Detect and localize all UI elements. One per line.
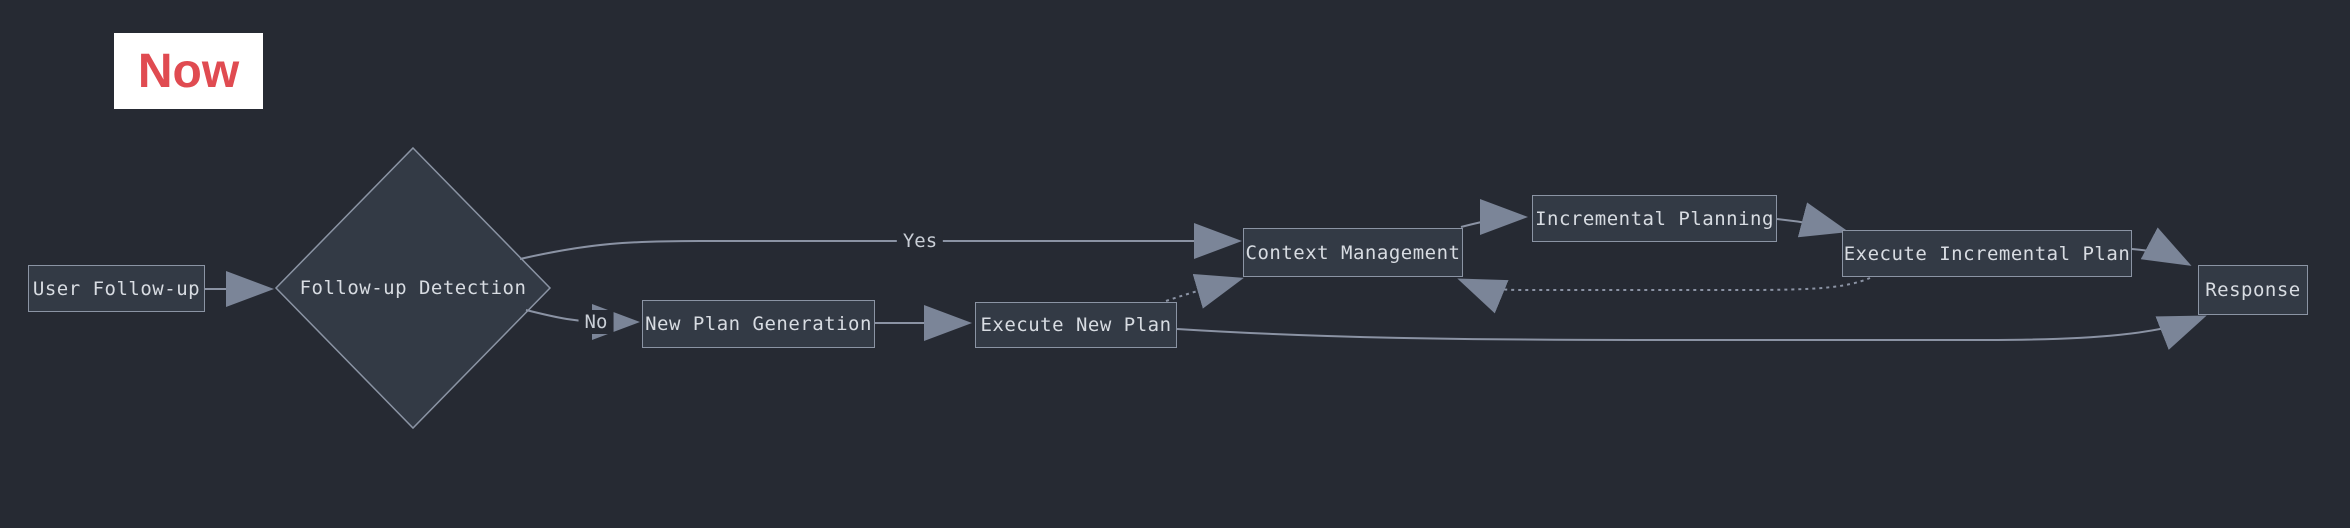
node-incremental-planning: Incremental Planning bbox=[1532, 195, 1777, 242]
edge-executeincremental-to-context-dotted bbox=[1457, 277, 1871, 314]
node-execute-incremental-plan: Execute Incremental Plan bbox=[1842, 230, 2132, 277]
edge-executeincremental-to-response bbox=[2131, 227, 2192, 266]
edge-label-no: No bbox=[578, 310, 614, 334]
edge-executenewplan-to-response bbox=[1176, 315, 2207, 350]
edge-label-yes: Yes bbox=[896, 229, 944, 253]
now-legend-label: Now bbox=[137, 44, 240, 98]
node-context-management: Context Management bbox=[1243, 228, 1463, 277]
edge-yes-detection-to-context bbox=[519, 223, 1242, 260]
node-user-followup: User Follow-up bbox=[28, 265, 205, 312]
node-execute-new-plan: Execute New Plan bbox=[975, 302, 1177, 348]
node-new-plan-generation: New Plan Generation bbox=[642, 300, 875, 348]
node-response: Response bbox=[2198, 265, 2308, 315]
edge-executenewplan-to-context-dotted bbox=[1165, 274, 1244, 309]
now-legend: Now bbox=[114, 33, 263, 109]
node-followup-detection-label: Follow-up Detection bbox=[299, 277, 527, 299]
edge-incrementalplanning-to-executeincremental bbox=[1776, 202, 1849, 238]
followup-detection-diamond bbox=[274, 146, 552, 430]
edge-context-to-incrementalplanning bbox=[1460, 199, 1528, 236]
